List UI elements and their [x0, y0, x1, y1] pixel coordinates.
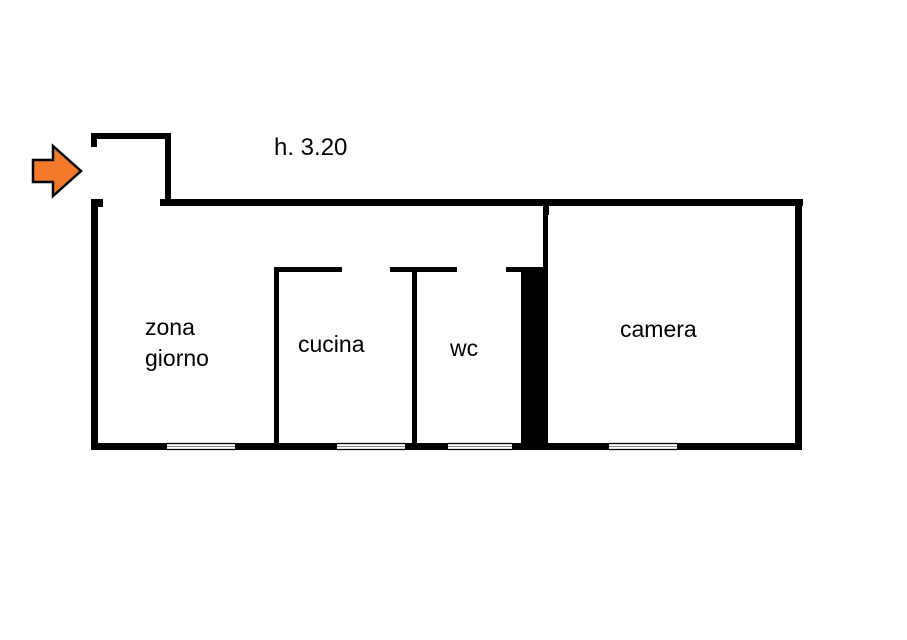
ceiling-height-label: h. 3.20 — [274, 134, 347, 161]
wall-vestibule-right — [165, 133, 171, 205]
windows — [167, 442, 677, 451]
wall-shaft — [521, 267, 543, 446]
wall-vestibule-top — [91, 133, 171, 139]
wall-bottom — [91, 443, 802, 450]
window-cucina — [337, 442, 405, 451]
wall-left — [91, 199, 98, 450]
window-zona-giorno — [167, 442, 235, 451]
window-camera — [609, 442, 677, 451]
wall-cucina-wc — [412, 267, 417, 446]
wall-cucina-top-left — [274, 267, 342, 272]
room-label-zona-giorno-line2: giorno — [145, 345, 209, 371]
wall-cucina-left — [274, 267, 279, 446]
window-wc — [448, 442, 512, 451]
entrance-arrow-icon — [31, 143, 83, 199]
room-label-wc: wc — [449, 335, 478, 361]
walls — [91, 133, 803, 450]
room-label-cucina: cucina — [298, 331, 365, 357]
wall-top — [160, 199, 803, 206]
room-label-zona-giorno-line1: zona — [145, 314, 195, 340]
wall-vestibule-left-stub — [91, 133, 97, 147]
wall-camera-left — [543, 206, 548, 446]
wall-cucina-top-right — [390, 267, 457, 272]
room-label-camera: camera — [620, 316, 697, 342]
wall-right — [795, 199, 802, 450]
wall-vestibule-bottom-stub — [97, 199, 103, 207]
